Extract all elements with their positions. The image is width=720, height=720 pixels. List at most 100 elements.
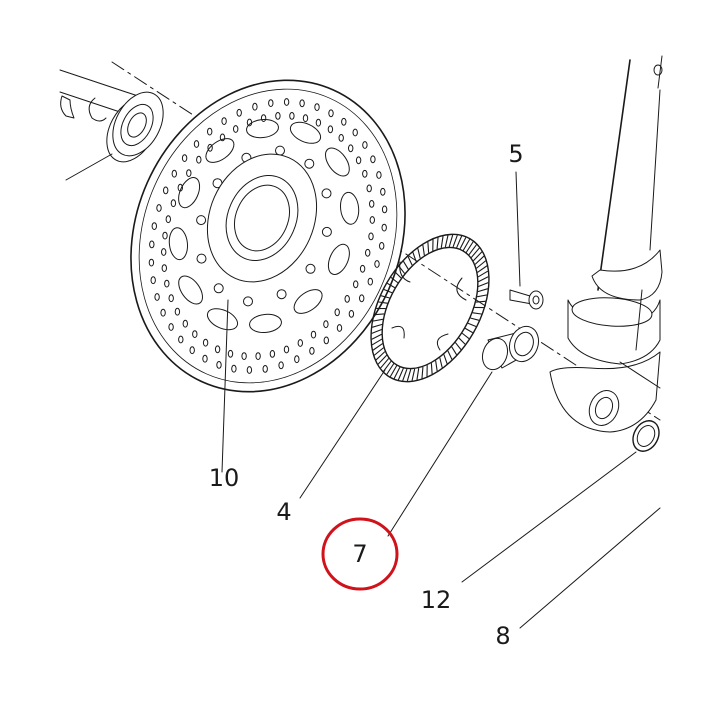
disc-drill-hole [151, 222, 158, 231]
tone-ring-tooth [372, 318, 384, 322]
disc-drill-hole [323, 336, 329, 345]
disc-drill-hole [297, 339, 303, 347]
disc-drill-hole [369, 216, 375, 224]
part-label-5: 5 [508, 140, 523, 168]
part-label-7: 7 [352, 540, 367, 568]
disc-drill-hole [353, 280, 359, 289]
tone-ring-tooth [378, 301, 388, 304]
disc-drill-hole [227, 349, 234, 358]
tone-ring-tooth [412, 252, 417, 262]
disc-drill-hole [196, 155, 202, 164]
tone-ring-tooth [443, 354, 448, 364]
disc-drill-hole [359, 294, 365, 303]
disc-drill-hole [162, 231, 168, 240]
disc-drill-hole [149, 240, 155, 249]
disc-cutout [246, 118, 279, 139]
tone-ring-tooth [390, 277, 399, 284]
tone-ring-tooth [474, 255, 485, 265]
disc-cutout [205, 138, 235, 163]
disc-drill-hole [255, 352, 261, 361]
disc-drill-hole [192, 330, 198, 339]
disc-drill-hole [202, 338, 209, 347]
tone-ring-tooth [383, 289, 393, 294]
disc-drill-hole [186, 169, 192, 178]
tone-ring-tooth [436, 237, 439, 250]
disc-drill-hole [374, 260, 380, 268]
axle-left-assembly [59, 69, 164, 181]
tone-ring-tooth [477, 265, 488, 273]
part-label-12: 12 [421, 586, 452, 614]
disc-drill-hole [338, 134, 344, 142]
disc-drill-hole [214, 345, 221, 354]
tone-ring-tooth [475, 300, 486, 303]
tone-ring-tooth [452, 235, 458, 248]
disc-drill-hole [278, 361, 284, 370]
tone-ring-tooth [374, 313, 385, 316]
highlight-circle [321, 517, 399, 591]
disc-drill-hole [260, 114, 267, 122]
disc-drill-hole [221, 117, 227, 125]
disc-drill-hole [348, 144, 354, 153]
tone-ring-tooth [440, 235, 444, 249]
tone-ring-tooth [406, 368, 412, 382]
fork-leg [549, 55, 663, 433]
tone-ring-tooth [387, 282, 396, 289]
disc-drill-hole [164, 279, 170, 288]
disc-drill-hole [366, 184, 372, 193]
disc-cutout [325, 147, 350, 177]
disc-drill-hole [283, 98, 290, 106]
disc-drill-hole [168, 323, 174, 331]
tone-ring-tooth [380, 358, 390, 369]
tone-ring-tooth [374, 347, 384, 356]
disc-drill-hole [219, 133, 226, 142]
disc-drill-hole [268, 99, 274, 107]
tone-ring-tooth [417, 248, 421, 259]
disc-float-button [305, 263, 316, 274]
tone-ring-tooth [451, 346, 457, 355]
disc-drill-hole [189, 346, 195, 355]
disc-drill-hole [309, 347, 315, 355]
tone-ring-tooth [462, 239, 471, 251]
tone-ring-tooth [458, 337, 466, 345]
disc-drill-hole [171, 169, 178, 178]
tone-ring-tooth [476, 294, 488, 298]
disc-drill-hole [369, 200, 375, 208]
disc-drill-hole [370, 155, 376, 164]
disc-drill-hole [315, 118, 322, 127]
tone-ring-tooth [402, 368, 408, 381]
disc-float-button [196, 215, 207, 226]
tone-ring-tooth [421, 366, 424, 379]
disc-drill-hole [367, 277, 373, 286]
tone-ring-tooth [468, 244, 477, 255]
disc-drill-hole [150, 276, 156, 285]
disc-cutout [289, 121, 322, 144]
disc-cutout [327, 243, 350, 275]
disc-drill-hole [207, 143, 213, 152]
disc-drill-hole [156, 204, 162, 212]
disc-drill-hole [355, 156, 362, 165]
disc-drill-hole [181, 154, 188, 163]
disc-drill-hole [310, 330, 317, 339]
part-label-4: 4 [276, 498, 291, 526]
disc-float-button [275, 145, 285, 156]
disc-drill-hole [207, 127, 213, 136]
disc-drill-hole [365, 248, 371, 257]
disc-drill-hole [299, 99, 305, 108]
tone-ring-tooth [478, 282, 489, 287]
disc-drill-hole [233, 125, 239, 133]
disc-drill-hole [193, 140, 200, 148]
disc-drill-hole [341, 117, 347, 126]
disc-float-button [304, 158, 315, 169]
abs-tone-ring [299, 233, 490, 499]
tone-ring-tooth [461, 332, 470, 339]
tone-ring-tooth [407, 256, 413, 266]
brake-disc [130, 79, 406, 473]
spacer [387, 325, 540, 537]
tone-ring-tooth [439, 357, 443, 368]
disc-drill-hole [289, 112, 295, 120]
disc-drill-hole [182, 319, 189, 328]
disc-drill-hole [174, 307, 181, 316]
tone-ring-tooth [394, 271, 402, 279]
disc-drill-hole [368, 232, 374, 241]
